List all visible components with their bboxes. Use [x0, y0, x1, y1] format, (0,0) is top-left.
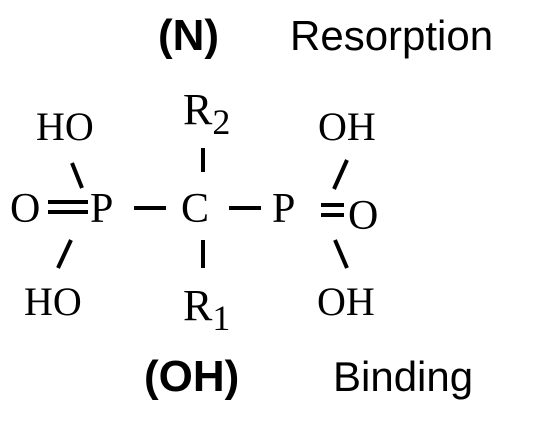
r1-letter: R: [183, 281, 213, 330]
right-bottom-p-oh-bond: [333, 239, 349, 269]
resorption-label: Resorption: [290, 12, 493, 59]
r2-letter: R: [183, 85, 213, 134]
r2-subscript: 2: [212, 102, 230, 142]
r2-substituent: R2: [183, 85, 230, 142]
binding-label: Binding: [333, 353, 473, 400]
left-top-p-oh-bond: [70, 162, 84, 189]
left-bottom-hydroxyl: HO: [24, 279, 82, 324]
left-oxygen: O: [10, 186, 40, 232]
right-oxygen: O: [348, 193, 378, 239]
right-bottom-hydroxyl: OH: [317, 279, 375, 324]
central-carbon: C: [181, 186, 209, 232]
right-top-hydroxyl: OH: [318, 104, 376, 149]
r2-group-label: (N): [158, 11, 219, 60]
r1-substituent: R1: [183, 281, 230, 338]
r1-subscript: 1: [212, 298, 230, 338]
r1-group-label: (OH): [144, 352, 239, 401]
right-phosphorus: P: [272, 186, 295, 232]
right-top-p-oh-bond: [332, 159, 349, 190]
left-phosphorus: P: [90, 186, 113, 232]
left-bottom-p-oh-bond: [56, 239, 73, 269]
left-top-hydroxyl: HO: [36, 104, 94, 149]
